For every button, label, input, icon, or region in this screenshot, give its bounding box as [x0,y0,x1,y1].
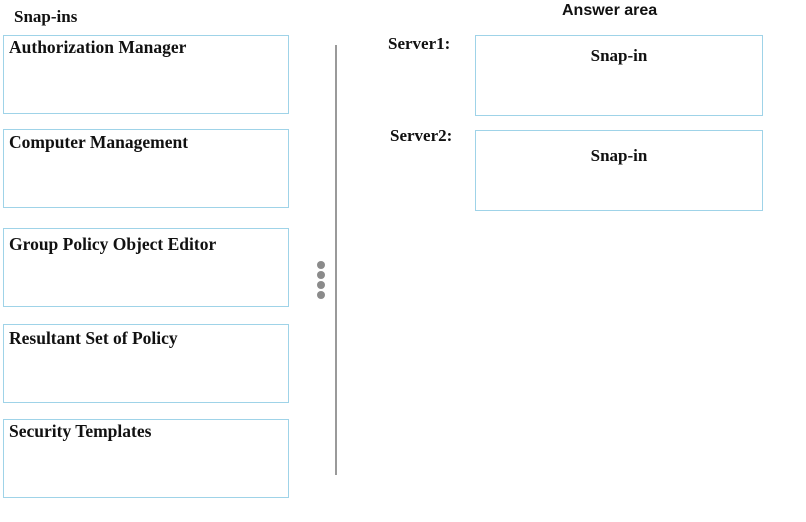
snapin-item-computer-management[interactable]: Computer Management [3,129,289,208]
snapin-item-authorization-manager[interactable]: Authorization Manager [3,35,289,114]
drag-handle-icon[interactable] [316,261,326,301]
snapins-panel-title: Snap-ins [14,7,78,26]
server2-label: Server2: [390,126,453,145]
server2-drop-target[interactable]: Snap-in [475,130,763,211]
answer-area-title: Answer area [562,2,658,19]
snapin-label: Resultant Set of Policy [9,328,178,348]
handle-dot [317,271,325,279]
snapin-item-group-policy-object-editor[interactable]: Group Policy Object Editor [3,228,289,307]
snapin-label: Computer Management [9,132,189,152]
handle-dot [317,291,325,299]
drop-target-placeholder: Snap-in [590,46,648,65]
handle-dot [317,281,325,289]
server1-drop-target[interactable]: Snap-in [475,35,763,116]
snapin-item-security-templates[interactable]: Security Templates [3,419,289,498]
drop-target-placeholder: Snap-in [590,146,648,165]
server1-label: Server1: [388,34,451,53]
handle-dot [317,261,325,269]
panel-divider [335,45,337,475]
snapin-label: Authorization Manager [9,37,187,57]
snapin-item-resultant-set-of-policy[interactable]: Resultant Set of Policy [3,324,289,403]
snapin-label: Group Policy Object Editor [9,234,217,254]
snapin-label: Security Templates [9,421,152,441]
